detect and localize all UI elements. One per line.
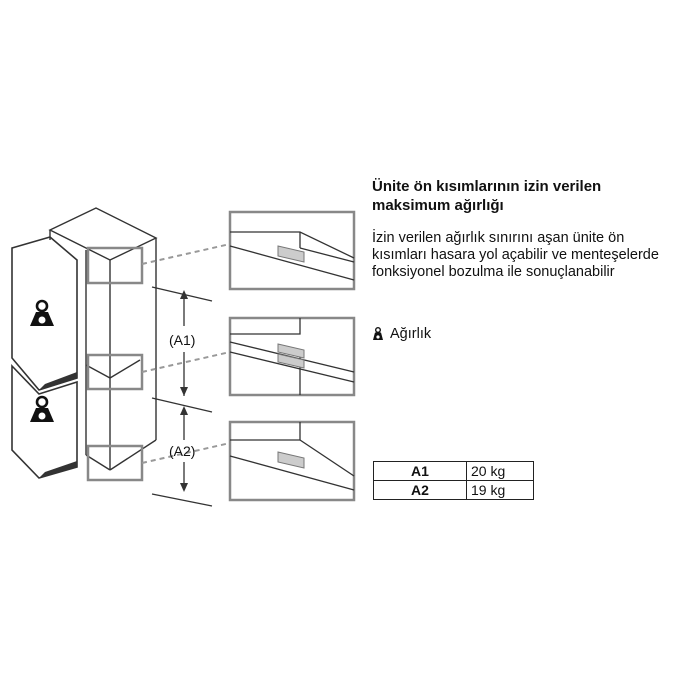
table-row: A1 20 kg	[373, 461, 534, 481]
table-key-a1: A1	[373, 461, 467, 481]
table-value-a2: 19 kg	[466, 480, 534, 500]
leader-lines	[141, 243, 231, 464]
section-heading: Ünite ön kısımlarının izin verilen maksi…	[372, 178, 602, 214]
detail-view-top-hinge	[228, 210, 356, 291]
dimension-a1	[151, 286, 213, 413]
table-key-a2: A2	[373, 480, 467, 500]
legend: Ağırlık	[372, 326, 431, 342]
hinge-highlight-top	[86, 246, 144, 285]
dimension-label-a2: (A2)	[169, 443, 195, 459]
warning-description: İzin verilen ağırlık sınırını aşan ünite…	[372, 230, 659, 280]
table-value-a1: 20 kg	[466, 461, 534, 481]
legend-label: Ağırlık	[390, 326, 432, 342]
detail-view-bottom-hinge	[228, 420, 356, 502]
weight-table: A1 20 kg A2 19 kg	[373, 461, 534, 500]
weight-icon	[30, 299, 54, 326]
dimension-label-a1: (A1)	[169, 332, 195, 348]
weight-icon	[372, 327, 384, 341]
table-row: A2 19 kg	[373, 480, 534, 500]
hinge-highlight-bottom	[86, 444, 144, 482]
weight-icon	[30, 395, 54, 422]
detail-view-middle-hinge	[228, 316, 356, 397]
hinge-highlight-middle	[86, 353, 144, 391]
